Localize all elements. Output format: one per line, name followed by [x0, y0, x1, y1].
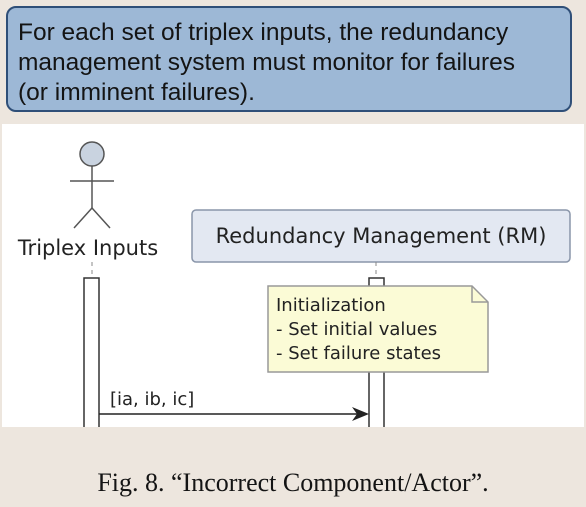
note-fold	[471, 286, 488, 303]
participant-box	[191, 209, 571, 263]
sequence-diagram-canvas: Triplex Inputs Redundancy Management (RM…	[17, 141, 571, 427]
message-label: [ia, ib, ic]	[110, 389, 194, 410]
note-line: - Set failure states	[276, 343, 441, 364]
actor-activation-bar	[83, 277, 100, 427]
requirement-callout: For each set of triplex inputs, the redu…	[6, 6, 572, 112]
message-arrowhead-icon	[352, 407, 369, 421]
participant-label: Redundancy Management (RM)	[216, 224, 547, 248]
sequence-diagram: Triplex Inputs Redundancy Management (RM…	[2, 124, 584, 427]
callout-line: management system must monitor for failu…	[18, 49, 515, 76]
note-line: Initialization	[276, 295, 386, 316]
callout-line: For each set of triplex inputs, the redu…	[18, 19, 509, 46]
callout-line: (or imminent failures).	[18, 79, 255, 106]
figure-caption: Fig. 8. “Incorrect Component/Actor”.	[97, 468, 489, 497]
initialization-note	[267, 285, 489, 373]
note-line: - Set initial values	[276, 319, 437, 340]
actor-label: Triplex Inputs	[17, 236, 158, 260]
actor-icon	[70, 141, 114, 229]
